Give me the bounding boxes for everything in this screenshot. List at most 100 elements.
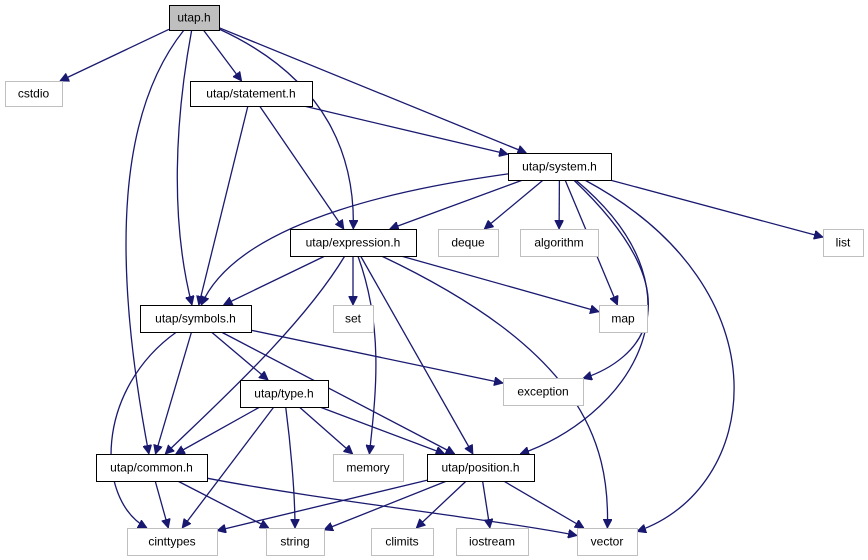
- edge-type-to-string: [285, 406, 295, 528]
- edge-common-to-string: [177, 480, 269, 529]
- edge-expression-to-map: [400, 255, 599, 312]
- node-common[interactable]: utap/common.h: [96, 454, 208, 482]
- node-map: map: [599, 305, 648, 333]
- edge-expression-to-symbols: [224, 255, 326, 305]
- node-box-common: [96, 454, 208, 482]
- edge-utap_h-to-expression: [218, 28, 353, 229]
- node-memory: memory: [333, 454, 404, 482]
- edge-position-to-climits: [416, 480, 467, 528]
- node-label-algorithm: algorithm: [534, 236, 583, 250]
- edge-expression-to-memory: [357, 255, 377, 454]
- node-box-list: [823, 229, 864, 257]
- edge-system-to-position: [520, 179, 649, 454]
- edge-position-to-iostream: [481, 480, 490, 528]
- node-label-position: utap/position.h: [441, 461, 519, 475]
- edge-statement-to-symbols: [199, 105, 249, 305]
- node-position[interactable]: utap/position.h: [427, 454, 535, 482]
- node-box-cstdio: [5, 81, 63, 107]
- edge-system-to-list: [609, 179, 823, 237]
- node-box-symbols: [140, 305, 252, 333]
- node-box-cinttypes: [127, 528, 218, 556]
- node-box-position: [427, 454, 535, 482]
- node-list: list: [823, 229, 864, 257]
- node-system[interactable]: utap/system.h: [508, 153, 612, 181]
- edge-symbols-to-exception: [250, 329, 503, 383]
- node-type[interactable]: utap/type.h: [240, 380, 329, 408]
- edge-utap_h-to-cstdio: [60, 28, 170, 81]
- edge-utap_h-to-common: [125, 29, 185, 454]
- node-algorithm: algorithm: [520, 229, 599, 257]
- edge-symbols-to-position: [220, 331, 454, 455]
- node-set: set: [333, 305, 374, 333]
- edge-symbols-to-type: [210, 331, 268, 380]
- node-label-type: utap/type.h: [254, 387, 313, 401]
- node-label-vector: vector: [591, 535, 624, 549]
- node-box-iostream: [456, 528, 529, 556]
- node-label-list: list: [836, 236, 851, 250]
- node-label-deque: deque: [451, 236, 485, 250]
- edge-utap_h-to-symbols: [176, 29, 192, 305]
- node-iostream: iostream: [456, 528, 529, 556]
- edge-statement-to-system: [303, 105, 508, 154]
- node-box-vector: [577, 528, 638, 556]
- node-deque: deque: [438, 229, 499, 257]
- node-statement[interactable]: utap/statement.h: [190, 81, 313, 107]
- edge-symbols-to-common: [156, 331, 193, 454]
- node-box-climits: [371, 528, 434, 556]
- node-label-cstdio: cstdio: [18, 87, 50, 101]
- edge-common-to-cinttypes: [154, 480, 168, 528]
- node-label-string: string: [280, 535, 309, 549]
- node-box-statement: [190, 81, 313, 107]
- node-label-common: utap/common.h: [110, 461, 193, 475]
- node-label-system: utap/system.h: [522, 160, 597, 174]
- node-label-expression: utap/expression.h: [306, 236, 401, 250]
- edge-type-to-common: [176, 406, 261, 455]
- node-label-memory: memory: [346, 461, 389, 475]
- node-box-exception: [503, 378, 584, 406]
- node-label-set: set: [345, 312, 362, 326]
- node-box-utap_h: [169, 5, 220, 31]
- edge-type-to-position: [319, 406, 445, 454]
- edge-common-to-vector: [206, 477, 577, 535]
- node-box-deque: [438, 229, 499, 257]
- node-box-type: [240, 380, 329, 408]
- node-string: string: [266, 528, 325, 556]
- edge-type-to-cinttypes: [182, 406, 275, 528]
- node-label-climits: climits: [385, 535, 418, 549]
- node-exception: exception: [503, 378, 584, 406]
- node-cinttypes: cinttypes: [127, 528, 218, 556]
- node-cstdio: cstdio: [5, 81, 63, 107]
- edge-system-to-exception: [573, 179, 649, 379]
- edge-utap_h-to-statement: [202, 29, 241, 81]
- node-box-map: [599, 305, 648, 333]
- node-utap_h[interactable]: utap.h: [169, 5, 220, 31]
- node-box-expression: [290, 229, 417, 257]
- node-climits: climits: [371, 528, 434, 556]
- nodes-layer: utap.h cstdio utap/statement.h utap/system.…: [5, 5, 864, 556]
- edge-system-to-symbols: [201, 173, 509, 305]
- edge-position-to-vector: [503, 480, 584, 529]
- node-label-utap_h: utap.h: [177, 11, 210, 25]
- edge-system-to-vector: [584, 179, 735, 531]
- node-symbols[interactable]: utap/symbols.h: [140, 305, 252, 333]
- edge-system-to-expression: [390, 179, 524, 229]
- node-box-memory: [333, 454, 404, 482]
- edge-type-to-memory: [298, 406, 352, 454]
- edge-position-to-cinttypes: [217, 479, 428, 530]
- node-box-set: [333, 305, 374, 333]
- node-label-exception: exception: [517, 385, 568, 399]
- edge-symbols-to-cinttypes: [110, 331, 177, 529]
- edge-expression-to-position: [360, 255, 474, 454]
- node-label-cinttypes: cinttypes: [148, 535, 195, 549]
- node-label-iostream: iostream: [469, 535, 515, 549]
- edge-system-to-deque: [484, 179, 544, 229]
- node-expression[interactable]: utap/expression.h: [290, 229, 417, 257]
- node-box-system: [508, 153, 612, 181]
- node-label-symbols: utap/symbols.h: [155, 312, 236, 326]
- node-vector: vector: [577, 528, 638, 556]
- edge-expression-to-common: [165, 255, 346, 454]
- node-box-string: [266, 528, 325, 556]
- node-label-map: map: [611, 312, 635, 326]
- node-label-statement: utap/statement.h: [206, 87, 295, 101]
